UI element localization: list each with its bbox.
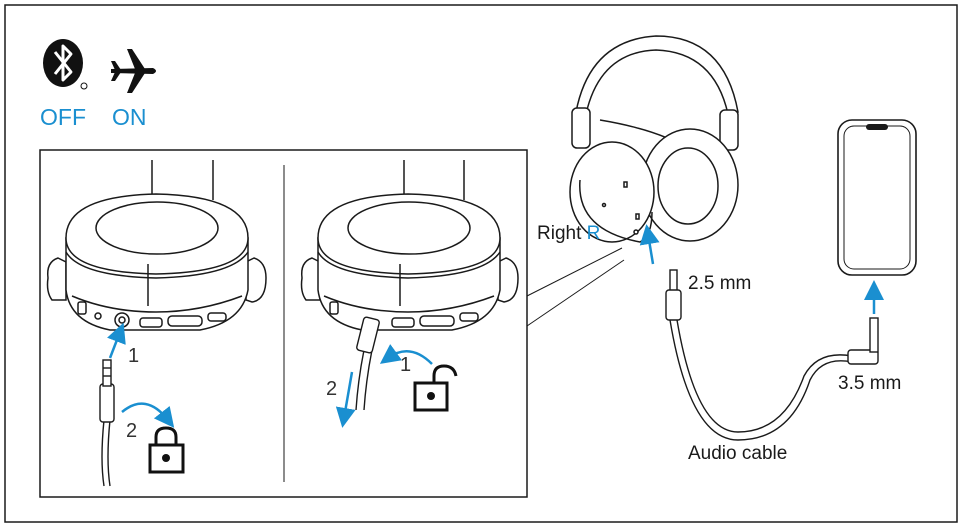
lock-icon — [148, 426, 185, 474]
right-side-letter: R — [586, 223, 601, 244]
callout-line-bottom — [526, 259, 625, 327]
rotate-unlock-arrow — [379, 344, 433, 365]
callout-line-top — [526, 247, 623, 297]
step-1-right: 1 — [400, 354, 412, 376]
bluetooth-icon — [43, 39, 88, 90]
headphones-icon — [569, 35, 739, 243]
airplane-status-label: ON — [112, 104, 147, 130]
insert-arrow-left — [107, 322, 126, 359]
insert-arrow-headphones — [639, 224, 660, 265]
earcup-right — [300, 160, 519, 331]
pull-arrow-right — [335, 371, 356, 428]
right-side-label: Right R — [537, 223, 600, 245]
rotate-lock-arrow — [121, 402, 175, 428]
mm-35-label: 3.5 mm — [838, 373, 902, 394]
unlock-icon — [413, 364, 458, 412]
audio-plug-left — [99, 359, 115, 487]
step-1-left: 1 — [128, 345, 140, 367]
smartphone-icon — [837, 119, 917, 276]
airplane-icon — [111, 49, 156, 93]
audio-plug-right — [355, 316, 380, 411]
earcup-left — [46, 160, 267, 331]
outer-frame — [4, 4, 958, 523]
step-2-left: 2 — [126, 420, 138, 442]
right-side-prefix: Right — [537, 223, 582, 244]
mm-25-label: 2.5 mm — [688, 273, 752, 294]
step-2-right: 2 — [326, 378, 338, 400]
audio-cable — [665, 269, 879, 441]
audio-cable-label: Audio cable — [688, 443, 788, 464]
bluetooth-status-label: OFF — [40, 104, 86, 130]
